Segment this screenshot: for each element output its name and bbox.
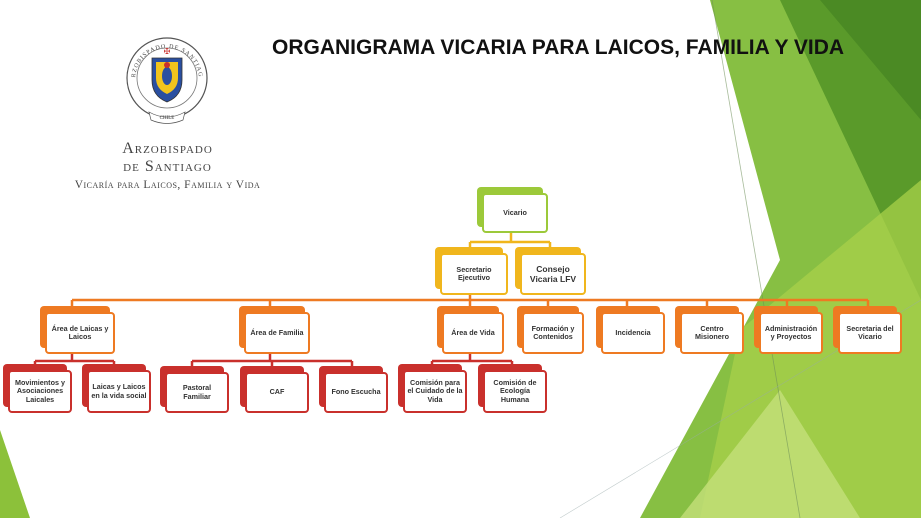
seal-bottom-text: CHILE — [160, 116, 175, 121]
node-centro-misionero: Centro Misionero — [675, 306, 744, 354]
node-movimientos: Movimientos y Asociaciones Laicales — [3, 364, 72, 413]
node-vicario: Vicario — [477, 187, 548, 233]
node-caf: CAF — [240, 366, 309, 413]
org-name-line2: de Santiago — [123, 158, 212, 175]
node-formacion: Formación y Contenidos — [517, 306, 584, 354]
node-administracion: Administración y Proyectos — [754, 306, 823, 354]
node-incidencia: Incidencia — [596, 306, 665, 354]
node-secretario-ejecutivo: Secretario Ejecutivo — [435, 247, 508, 295]
node-comision-ecologia: Comisión de Ecología Humana — [478, 364, 547, 413]
org-name-line3: Vicaría para Laicos, Familia y Vida — [74, 179, 261, 191]
organization-name: Arzobispado de Santiago Vicaría para Lai… — [60, 140, 275, 194]
node-comision-cuidado: Comisión para el Cuidado de la Vida — [398, 364, 467, 413]
node-pastoral-familiar: Pastoral Familiar — [160, 366, 229, 413]
node-consejo-vicaria: Consejo Vicaria LFV — [515, 247, 586, 295]
org-name-line1: Arzobispado — [122, 140, 213, 157]
node-area-familia: Área de Familia — [239, 306, 310, 354]
page-title: ORGANIGRAMA VICARIA PARA LAICOS, FAMILIA… — [272, 36, 845, 59]
node-area-laicos: Área de Laicas y Laicos — [40, 306, 115, 354]
node-fono-escucha: Fono Escucha — [319, 366, 388, 413]
svg-text:✠: ✠ — [164, 47, 171, 56]
node-secretaria-vicario: Secretaria del Vicario — [833, 306, 902, 354]
node-area-vida: Área de Vida — [437, 306, 504, 354]
node-laicas-vida-social: Laicas y Laicos en la vida social — [82, 364, 151, 413]
